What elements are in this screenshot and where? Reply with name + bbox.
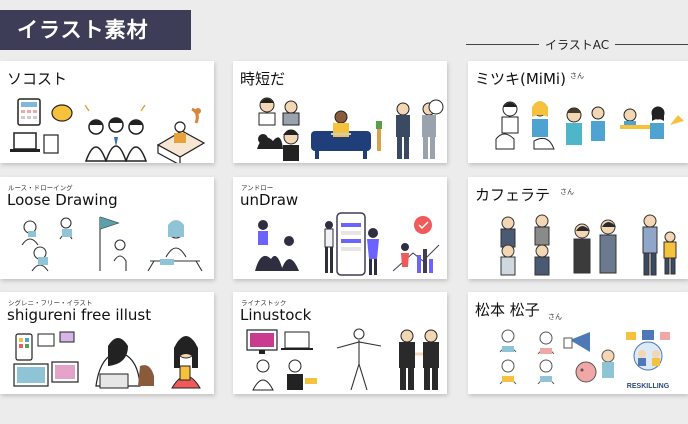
card-title: Linustock — [240, 306, 312, 324]
card-title: カフェラテ — [475, 186, 551, 204]
matsumoto-illustration: RESKILLING — [468, 326, 688, 394]
illust-ac-text: イラストAC — [544, 37, 610, 52]
card-title: unDraw — [240, 191, 299, 209]
card-title: 時短だ — [240, 70, 286, 88]
card-mitsuki[interactable]: ミツキ(MiMi) さん — [468, 61, 688, 163]
card-matsumoto[interactable]: 松本 松子 さん — [468, 292, 688, 394]
card-sokosuto[interactable]: ソコスト — [0, 61, 214, 163]
card-ruby: ライナストック — [241, 299, 287, 307]
card-cafelatte[interactable]: カフェラテ さん — [468, 177, 688, 279]
card-ruby: アンドロー — [241, 184, 274, 192]
card-title: 松本 松子 — [475, 301, 540, 319]
card-jitanda[interactable]: 時短だ — [233, 61, 447, 163]
card-undraw[interactable]: アンドロー unDraw — [233, 177, 447, 279]
card-ruby: ルース・ドローイング — [8, 184, 73, 192]
cafelatte-illustration — [468, 211, 688, 279]
card-loose-drawing[interactable]: ルース・ドローイング Loose Drawing — [0, 177, 214, 279]
undraw-illustration — [233, 211, 447, 279]
card-shigureni[interactable]: シグレニ・フリー・イラスト shigureni free illust — [0, 292, 214, 394]
card-title: ミツキ(MiMi) — [475, 70, 566, 88]
san-suffix: さん — [560, 188, 574, 196]
loose-drawing-illustration — [0, 211, 214, 279]
card-title: shigureni free illust — [7, 306, 152, 324]
shigureni-illustration — [0, 326, 214, 394]
jitanda-illustration — [233, 95, 447, 163]
page-title: イラスト素材 — [0, 10, 191, 50]
divider-line — [466, 43, 539, 45]
divider-line — [615, 43, 688, 45]
san-suffix: さん — [548, 313, 562, 321]
card-linustock[interactable]: ライナストック Linustock — [233, 292, 447, 394]
card-ruby: シグレニ・フリー・イラスト — [8, 299, 93, 307]
san-suffix: さん — [570, 72, 584, 80]
illust-ac-label: イラストAC — [466, 36, 688, 52]
linustock-illustration — [233, 326, 447, 394]
sokosuto-illustration — [0, 95, 214, 163]
mitsuki-illustration — [468, 95, 688, 163]
card-title: ソコスト — [7, 70, 68, 88]
card-title: Loose Drawing — [7, 191, 118, 209]
reskilling-text: RESKILLING — [627, 383, 670, 390]
